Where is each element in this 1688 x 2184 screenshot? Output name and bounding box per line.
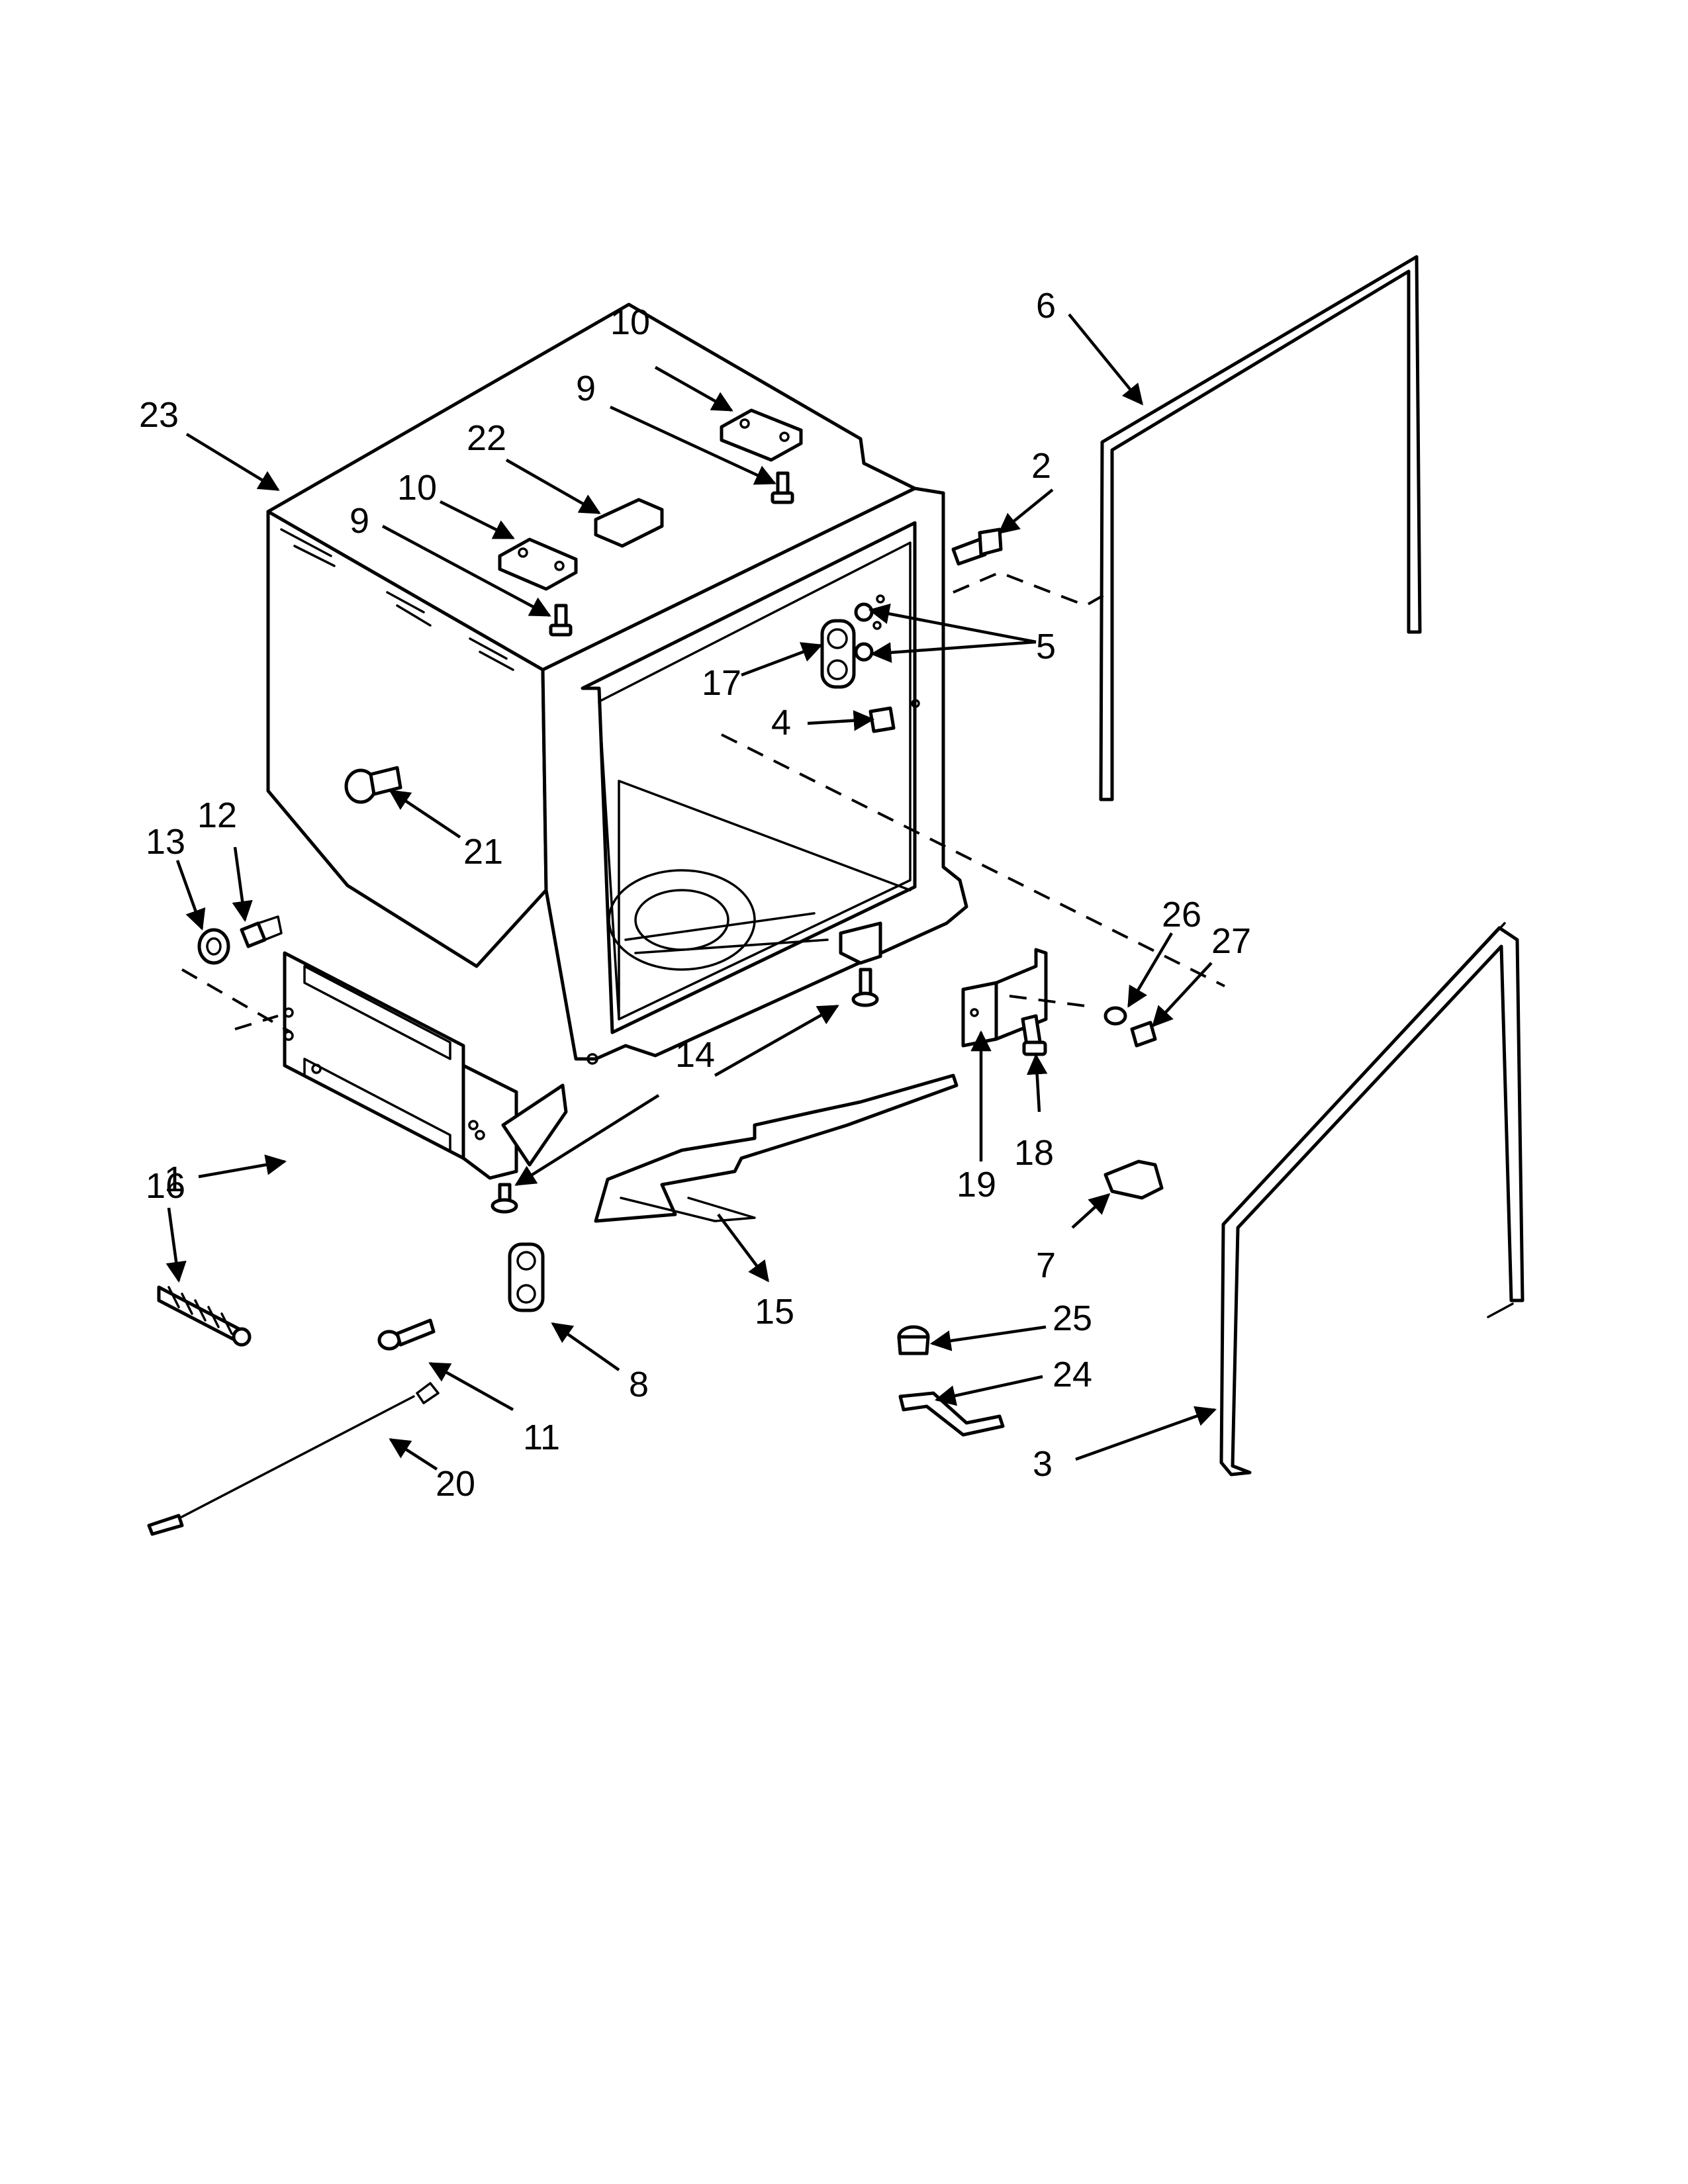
nut-13	[197, 928, 230, 965]
screw-12	[240, 915, 283, 948]
callout-9-left: 9	[350, 501, 369, 541]
callout-12: 12	[197, 796, 237, 835]
screw-11	[377, 1318, 436, 1351]
part-8	[508, 1242, 545, 1312]
callout-4: 4	[771, 703, 791, 743]
callout-20: 20	[436, 1464, 475, 1504]
plug-21	[344, 766, 402, 804]
callout-labels: 1 2 3 4 5 6 7 8 9 9 10 10 11 12 13 14 15…	[139, 286, 1251, 1504]
callout-10-right: 10	[610, 302, 650, 342]
screw-18	[1021, 1014, 1047, 1056]
callout-19: 19	[957, 1165, 996, 1205]
hinge-bracket-right	[720, 408, 803, 462]
tub-assembly	[266, 302, 968, 1180]
callout-16: 16	[146, 1166, 185, 1206]
callout-25: 25	[1053, 1298, 1092, 1338]
callout-14: 14	[675, 1035, 715, 1075]
washer-5	[854, 594, 885, 662]
callout-6: 6	[1036, 286, 1056, 326]
callout-23: 23	[139, 395, 179, 435]
callout-26: 26	[1162, 895, 1201, 934]
callout-5: 5	[1036, 627, 1056, 666]
callout-1: 1	[164, 1160, 184, 1199]
callout-18: 18	[1014, 1133, 1054, 1173]
gasket-3	[1219, 922, 1524, 1477]
clip-22	[594, 498, 664, 548]
callout-9-right: 9	[576, 369, 596, 408]
callout-24: 24	[1053, 1355, 1092, 1394]
fitting-17	[820, 619, 856, 689]
washer-26	[1103, 1006, 1127, 1026]
part-7	[1103, 1160, 1164, 1200]
leveling-leg-14-front	[491, 1183, 518, 1214]
callout-21: 21	[463, 832, 503, 872]
callout-13: 13	[146, 822, 185, 862]
callout-2: 2	[1031, 446, 1051, 486]
hinge-bracket-left	[498, 537, 578, 591]
cover-15	[594, 1073, 959, 1223]
callout-3: 3	[1033, 1444, 1053, 1484]
callout-11: 11	[523, 1418, 560, 1457]
alignment-lines	[181, 570, 1225, 1034]
callout-15: 15	[755, 1292, 794, 1332]
screw-9-right	[771, 471, 794, 504]
part-25	[897, 1325, 930, 1355]
screw-9-left	[549, 604, 573, 637]
callout-10-left: 10	[397, 468, 437, 508]
callout-17: 17	[702, 663, 741, 703]
sensor-20	[147, 1382, 440, 1536]
gasket-6	[1099, 255, 1422, 801]
spring-16	[157, 1285, 252, 1347]
leveling-leg-14-rear	[851, 968, 879, 1007]
screw-2	[951, 527, 1003, 566]
leader-lines	[165, 313, 1217, 1471]
part-24	[898, 1391, 1005, 1437]
callout-8: 8	[629, 1365, 649, 1404]
callout-7: 7	[1036, 1246, 1056, 1285]
callout-27: 27	[1211, 921, 1251, 961]
callout-22: 22	[467, 418, 506, 458]
screw-27	[1130, 1021, 1157, 1048]
